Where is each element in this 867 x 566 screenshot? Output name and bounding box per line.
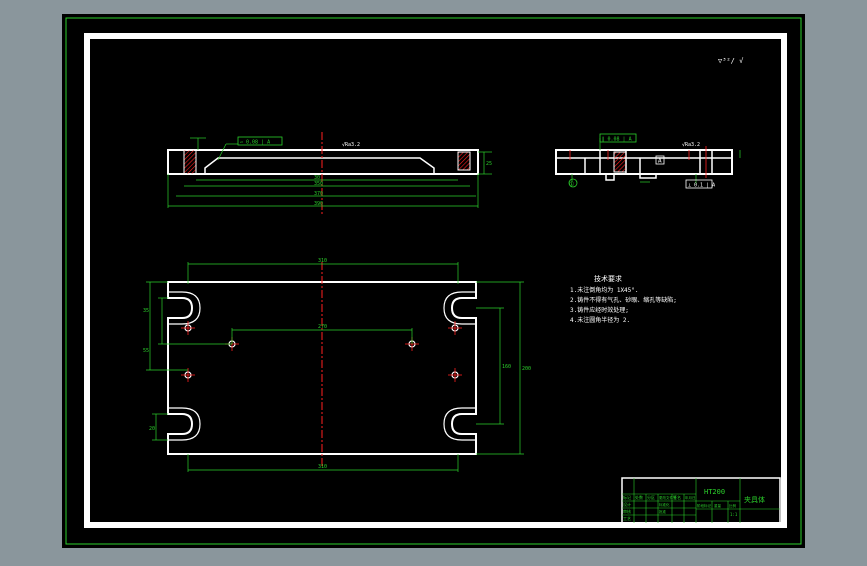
side-datum-bottom: ① (569, 181, 574, 188)
side-roughness: √Ra3.2 (682, 142, 700, 148)
plan-dim-left-a: 35 (143, 308, 149, 314)
plan-slot-bl (168, 407, 201, 441)
side-datum-label: A (658, 158, 662, 165)
hole-marker (181, 321, 195, 335)
plan-dim-far-right: 200 (522, 366, 531, 372)
plan-dim-left-b: 55 (143, 348, 149, 354)
plan-view: 310 270 310 160 200 35 55 20 (143, 258, 531, 472)
title-header-1: 处数 (635, 494, 643, 500)
title-header-5: 年月日 (685, 495, 696, 500)
title-part-name: 夹具体 (744, 495, 765, 504)
plan-dim-bottom: 310 (318, 464, 327, 470)
front-dim-mid: 350 (314, 181, 323, 187)
plan-dim-top: 310 (318, 258, 327, 264)
title-right-stage: 阶段标记 (697, 503, 711, 508)
side-tolerance-top-text: ∥ 0.08 | A (602, 137, 632, 143)
side-tolerance-right (685, 179, 713, 189)
title-row-process: 工艺 (623, 516, 631, 521)
front-dim-outer: 390 (314, 201, 323, 207)
technical-notes: 技术要求 1.未注倒角均为 1X45°. 2.铸件不得有气孔、砂眼、缩孔等缺陷;… (570, 274, 677, 324)
title-block: HT200 夹具体 标记 处数 分区 更改文件号 签名 年月日 设计 审核 工艺… (621, 477, 781, 524)
notes-title: 技术要求 (594, 274, 622, 283)
hole-marker (448, 368, 462, 382)
note-item-1: 1.未注倒角均为 1X45°. (570, 286, 639, 294)
side-datum-box (655, 155, 665, 165)
front-view: 30 350 370 390 25 ▱ 0.08 | A √Ra3.2 (167, 132, 492, 216)
title-row-review: 审核 (623, 508, 631, 514)
title-header-2: 分区 (647, 494, 655, 500)
plan-slot-tl (168, 291, 201, 325)
note-item-3: 3.铸件应经时效处理; (570, 306, 629, 314)
plan-dim-right: 160 (502, 364, 511, 370)
title-cell-approve: 批准 (659, 509, 667, 514)
sheet-border-outer (65, 17, 802, 545)
hole-marker (448, 321, 462, 335)
note-item-4: 4.未注圆角半径为 2. (570, 316, 630, 324)
title-right-weight: 重量 (714, 503, 722, 508)
title-scale-value: 1:1 (730, 512, 738, 517)
plan-slot-br (443, 407, 476, 441)
title-block-border (621, 477, 781, 524)
drawing-frame (84, 33, 787, 528)
surface-finish-note: ▽³²/ √ (718, 57, 744, 65)
front-tolerance-text: ▱ 0.08 | A (240, 140, 270, 146)
front-dim-inner: 30 (314, 175, 320, 181)
front-roughness: √Ra3.2 (342, 142, 360, 148)
side-view: ① ∥ 0.08 | A ⊥ 0.1 | A A √Ra3.2 (555, 133, 741, 189)
title-cell-standard: 标准化 (659, 502, 670, 507)
title-header-4: 签名 (673, 494, 681, 500)
side-hatch (613, 151, 627, 173)
front-tolerance-frame (237, 136, 283, 146)
title-row-design: 设计 (623, 501, 631, 507)
side-datum-bubble (568, 178, 578, 188)
front-groove (204, 157, 435, 175)
side-tolerance-top (599, 133, 637, 143)
front-hatch-right (457, 151, 471, 171)
side-tolerance-right-text: ⊥ 0.1 | A (688, 183, 715, 189)
title-material: HT200 (704, 488, 725, 496)
title-header-0: 标记 (623, 494, 631, 500)
title-right-scale: 比例 (729, 503, 737, 508)
note-item-2: 2.铸件不得有气孔、砂眼、缩孔等缺陷; (570, 296, 677, 304)
front-dim-right: 25 (486, 161, 492, 167)
front-hatch-left (183, 149, 197, 175)
title-header-3: 更改文件号 (659, 495, 677, 500)
plan-dim-slot: 20 (149, 426, 155, 432)
front-dim-total: 370 (314, 191, 323, 197)
plan-dim-holes: 270 (318, 324, 327, 330)
